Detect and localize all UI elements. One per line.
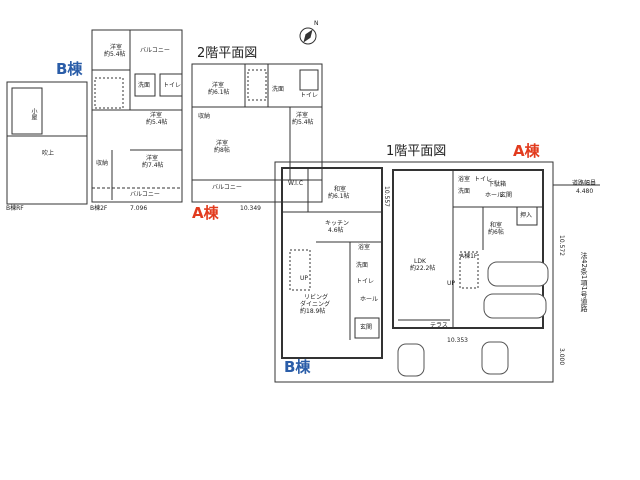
b1f-toilet: トイレ xyxy=(356,278,375,285)
a1f-japanese-size: 約6帖 xyxy=(488,229,504,236)
a1f-ldk-size: 約22.2帖 xyxy=(410,265,436,272)
a2f-outline xyxy=(191,63,323,203)
b2f-room3: 洋室 xyxy=(146,155,159,162)
a1f-wash: 洗面 xyxy=(458,188,471,195)
building-a-label-1f: A棟 xyxy=(513,142,540,160)
b2f-closet: 収納 xyxy=(96,160,109,167)
b1f-kitchen: キッチン xyxy=(325,220,350,227)
a1f-japanese-room: 和室 xyxy=(490,222,503,229)
b2f-room1: 洋室 xyxy=(110,44,123,51)
b2f-outline xyxy=(91,29,183,203)
b1f-dining: ダイニング xyxy=(300,301,331,308)
a2f-toilet: トイレ xyxy=(300,92,319,99)
b2f-balcony-top: バルコニー xyxy=(140,47,170,54)
road-width-label: 道路幅員 xyxy=(572,180,597,187)
a1f-toilet: トイレ xyxy=(474,176,493,183)
b2f-toilet: トイレ xyxy=(163,82,182,89)
b2f-caption: B棟2F xyxy=(90,205,108,212)
b1f-side-dimension: 10.557 xyxy=(383,186,390,207)
a1f-hall: ホール xyxy=(485,192,504,199)
b-roof-loft xyxy=(11,87,43,135)
b1f-wash: 洗面 xyxy=(356,262,369,269)
a1f-ldk: LDK xyxy=(414,258,426,265)
car-icon xyxy=(487,261,549,287)
a2f-room1: 洋室 xyxy=(212,82,225,89)
b2f-room2-size: 約5.4帖 xyxy=(146,119,168,126)
a2f-room3: 洋室 xyxy=(216,140,229,147)
a2f-wash: 洗面 xyxy=(272,86,285,93)
building-a-label-2f: A棟 xyxy=(192,204,219,222)
road-width-value: 4.480 xyxy=(576,188,594,195)
a2f-dimension: 10.349 xyxy=(240,205,261,212)
b1f-stair: UP xyxy=(300,275,309,282)
site-boundary xyxy=(274,161,554,383)
a2f-room2: 洋室 xyxy=(296,112,309,119)
a2f-closet: 収納 xyxy=(198,113,211,120)
a1f-outline xyxy=(392,169,544,329)
a1f-caption: A棟1F xyxy=(460,253,478,260)
a2f-room3-size: 約8帖 xyxy=(214,147,230,154)
a1f-closet: 押入 xyxy=(520,212,533,219)
b-roof-outline xyxy=(6,81,88,205)
b-roof-fukinuke-label: 吹上 xyxy=(42,150,55,157)
b1f-hall: ホール xyxy=(360,296,379,303)
a1f-bath: 浴室 xyxy=(458,176,471,183)
b2f-room2: 洋室 xyxy=(150,112,163,119)
b1f-entrance: 玄関 xyxy=(360,324,373,331)
building-b-label-top: B棟 xyxy=(56,60,83,78)
b2f-room1-size: 約5.4帖 xyxy=(104,51,126,58)
a1f-storage: 下駄箱 xyxy=(488,181,507,188)
compass-icon xyxy=(297,22,319,48)
b1f-kitchen-size: 4.6帖 xyxy=(328,227,344,234)
site-bottom-dimension: 10.353 xyxy=(447,337,468,344)
compass-label: N xyxy=(314,20,319,27)
building-b-label-1f: B棟 xyxy=(284,358,311,376)
a2f-balcony: バルコニー xyxy=(212,184,242,191)
b1f-japanese-size: 約6.1帖 xyxy=(328,193,350,200)
b2f-room3-size: 約7.4帖 xyxy=(142,162,164,169)
b2f-dimension: 7.096 xyxy=(130,205,148,212)
b-roof-loft-label: 小屋 xyxy=(30,108,37,120)
b2f-balcony-bottom: バルコニー xyxy=(130,191,160,198)
b1f-outline xyxy=(281,167,383,359)
b2f-wash: 洗面 xyxy=(138,82,151,89)
a1f-entrance: 玄関 xyxy=(500,192,513,199)
b1f-wic: W.I.C xyxy=(288,180,304,187)
b1f-japanese-room: 和室 xyxy=(334,186,347,193)
b1f-bath: 浴室 xyxy=(358,244,371,251)
a2f-room2-size: 約5.4帖 xyxy=(292,119,314,126)
car-icon xyxy=(397,343,425,377)
a1f-stair: UP xyxy=(447,280,456,287)
site-corner-dimension: 3.000 xyxy=(558,348,565,366)
site-right-dimension: 10.572 xyxy=(558,235,565,256)
a1f-terrace: テラス xyxy=(430,322,448,329)
a2f-room1-size: 約6.1帖 xyxy=(208,89,230,96)
floor2-title: 2階平面図 xyxy=(197,46,258,61)
b-roof-caption: B棟RF xyxy=(6,205,24,212)
b1f-living-size: 約18.9帖 xyxy=(300,308,326,315)
road-law-label: 法42条1項1号道路 xyxy=(580,252,588,312)
b1f-living: リビング xyxy=(304,294,329,301)
car-icon xyxy=(483,293,547,319)
car-icon xyxy=(481,341,509,375)
floor1-title: 1階平面図 xyxy=(386,144,447,159)
